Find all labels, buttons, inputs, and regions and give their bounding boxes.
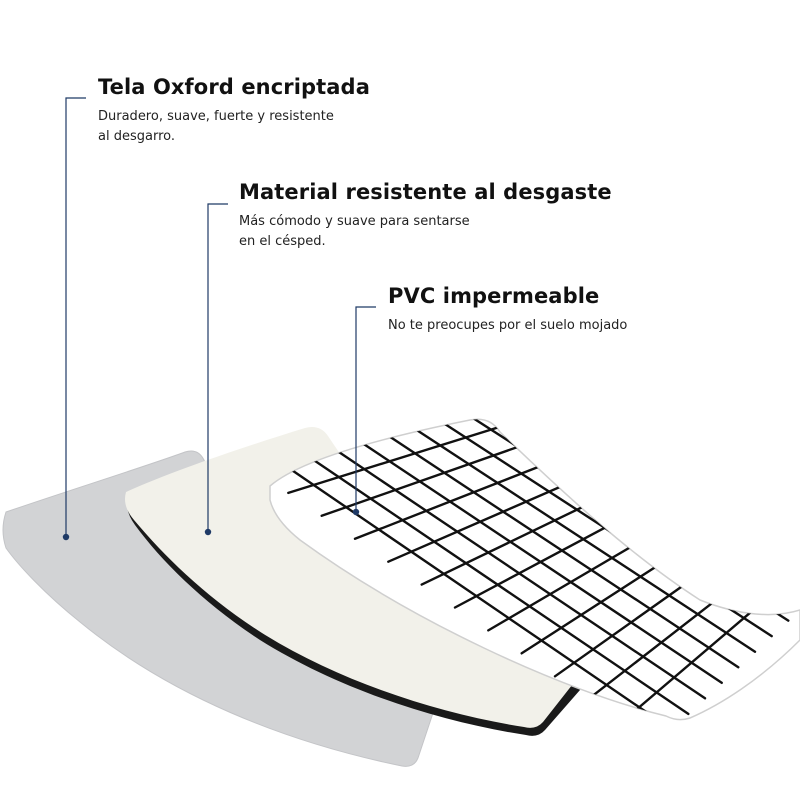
pvc-description-line-1: No te preocupes por el suelo mojado — [388, 318, 628, 333]
wear-title: Material resistente al desgaste — [239, 180, 612, 204]
wear-leader — [207, 203, 228, 532]
leader-lines — [62, 97, 376, 541]
pvc-grid-line — [320, 437, 544, 517]
pvc-title: PVC impermeable — [388, 284, 600, 308]
oxford-description-line-2: al desgarro. — [98, 129, 175, 144]
pvc-leader-dot — [352, 508, 360, 516]
callout-oxford: Tela Oxford encriptada Duradero, suave, … — [98, 75, 370, 147]
pvc-grid-line — [353, 453, 570, 540]
wear-leader-dot — [204, 528, 212, 536]
pvc-leader — [355, 306, 376, 512]
pvc-description: No te preocupes por el suelo mojado — [388, 316, 627, 336]
callout-wear: Material resistente al desgaste Más cómo… — [239, 180, 612, 252]
pvc-grid-line — [287, 420, 518, 495]
wear-description-line-1: Más cómodo y suave para sentarse — [239, 214, 470, 229]
wear-material-shape — [125, 427, 576, 728]
oxford-leader-dot — [62, 533, 70, 541]
oxford-description: Duradero, suave, fuerte y resistente al … — [98, 107, 370, 147]
callout-pvc: PVC impermeable No te preocupes por el s… — [388, 284, 627, 336]
wear-layer-sheet — [125, 427, 580, 736]
oxford-title: Tela Oxford encriptada — [98, 75, 370, 99]
oxford-leader — [65, 97, 86, 537]
wear-description-line-2: en el césped. — [239, 234, 326, 249]
oxford-description-line-1: Duradero, suave, fuerte y resistente — [98, 109, 334, 124]
wear-description: Más cómodo y suave para sentarse en el c… — [239, 212, 612, 252]
